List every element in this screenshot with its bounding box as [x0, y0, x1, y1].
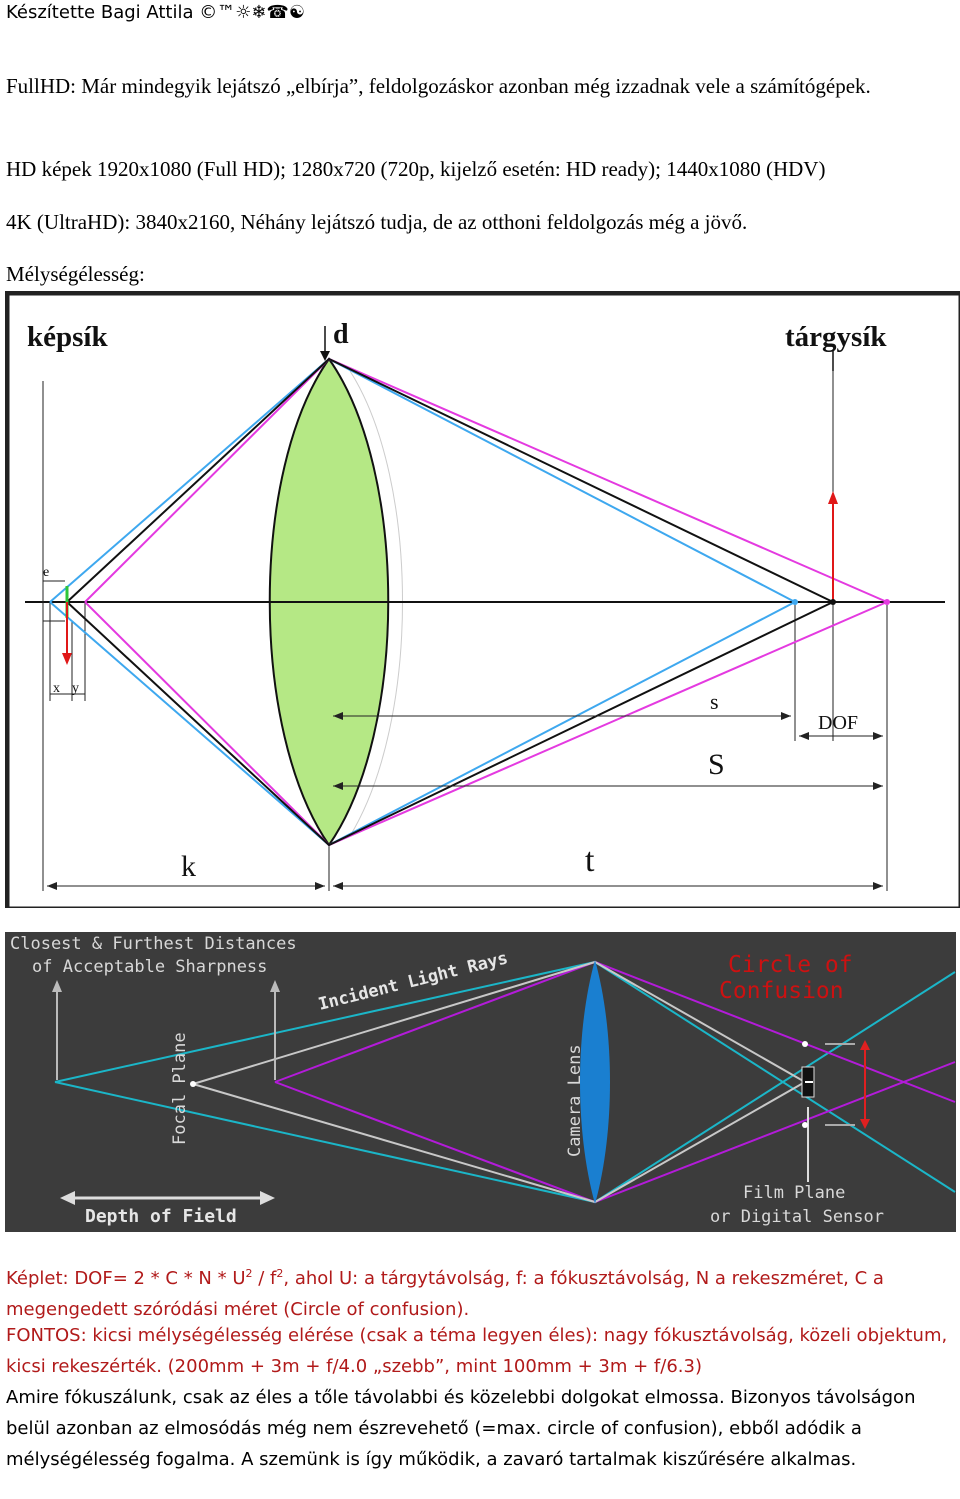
digital-sensor-label: or Digital Sensor — [710, 1207, 884, 1227]
fullhd-paragraph: FullHD: Már mindegyik lejátszó „elbírja”… — [6, 74, 871, 98]
coc-line2: Confusion — [719, 978, 844, 1004]
label-kepsik: képsík — [27, 321, 108, 353]
focal-plane-label: Focal Plane — [170, 1032, 190, 1145]
dof-label: Depth of Field — [85, 1206, 237, 1227]
film-plane-label: Film Plane — [743, 1183, 845, 1203]
symbol-glyphs: ☼❄☎☯ — [235, 2, 306, 23]
label-t: t — [585, 842, 595, 879]
dof-heading: Mélységélesség: — [6, 262, 145, 286]
label-x: x — [53, 681, 60, 696]
amire-paragraph: Amire fókuszálunk, csak az éles a tőle t… — [6, 1387, 916, 1470]
label-S: S — [708, 748, 725, 781]
title-line1: Closest & Furthest Distances — [10, 934, 297, 954]
label-y: y — [72, 681, 79, 696]
author-header: Készítette Bagi Attila ©™☼❄☎☯ — [6, 0, 305, 26]
author-text: Készítette Bagi Attila ©™ — [6, 2, 236, 23]
coc-line1: Circle of — [728, 952, 853, 978]
label-k: k — [181, 850, 196, 883]
label-e: e — [43, 565, 49, 580]
camera-lens-label: Camera Lens — [565, 1044, 585, 1157]
fontos-paragraph: FONTOS: kicsi mélységélesség elérése (cs… — [6, 1325, 948, 1377]
dof-geometry-diagram: képsík d tárgysík e x y s DOF S k t — [5, 291, 960, 908]
label-dof: DOF — [818, 712, 858, 734]
label-d: d — [333, 319, 349, 350]
dof-illustration: Closest & Furthest Distances of Acceptab… — [5, 932, 956, 1232]
label-s: s — [710, 689, 719, 714]
title-line2: of Acceptable Sharpness — [32, 957, 267, 977]
hd-paragraph: HD képek 1920x1080 (Full HD); 1280x720 (… — [6, 157, 826, 181]
uhd-paragraph: 4K (UltraHD): 3840x2160, Néhány lejátszó… — [6, 210, 748, 234]
formula-paragraph: Képlet: DOF= 2 * C * N * U2 / f2, ahol U… — [6, 1267, 884, 1320]
label-targysik: tárgysík — [785, 321, 887, 353]
camera-lens-shape — [580, 960, 610, 1204]
